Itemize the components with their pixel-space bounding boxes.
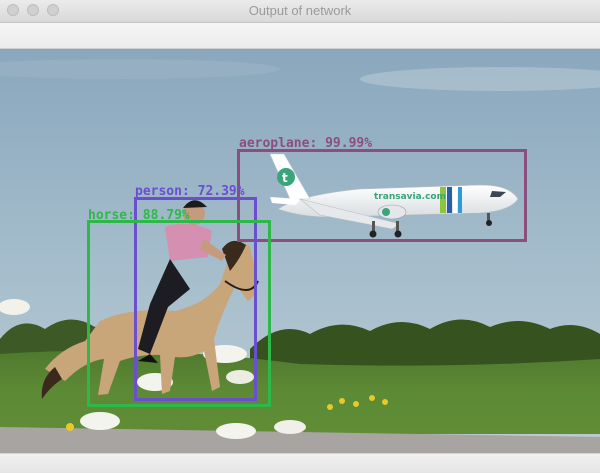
status-bar	[0, 453, 600, 473]
person-detection-label: person: 72.39%	[135, 184, 245, 199]
airplane-detection-box	[237, 149, 527, 242]
horse-detection-box	[87, 220, 271, 407]
rider-image	[138, 200, 226, 363]
minimize-button[interactable]	[27, 4, 39, 16]
airplane-detection-label: aeroplane: 99.99%	[239, 136, 373, 151]
svg-text:t: t	[282, 171, 288, 185]
airplane-livery-text: transavia.com	[374, 192, 446, 202]
runway-road	[0, 427, 600, 453]
window-title: Output of network	[248, 3, 352, 18]
scene-image: t transavia.com	[0, 49, 600, 453]
person-detection-box	[134, 197, 257, 401]
horse-detection-label: horse: 88.79%	[88, 208, 190, 223]
close-button[interactable]	[7, 4, 19, 16]
image-canvas: t transavia.com aeroplane: 99.	[0, 49, 600, 453]
toolbar	[0, 23, 600, 49]
title-bar: Output of network	[0, 0, 600, 23]
zoom-button[interactable]	[47, 4, 59, 16]
airplane-image: t transavia.com	[269, 153, 519, 238]
